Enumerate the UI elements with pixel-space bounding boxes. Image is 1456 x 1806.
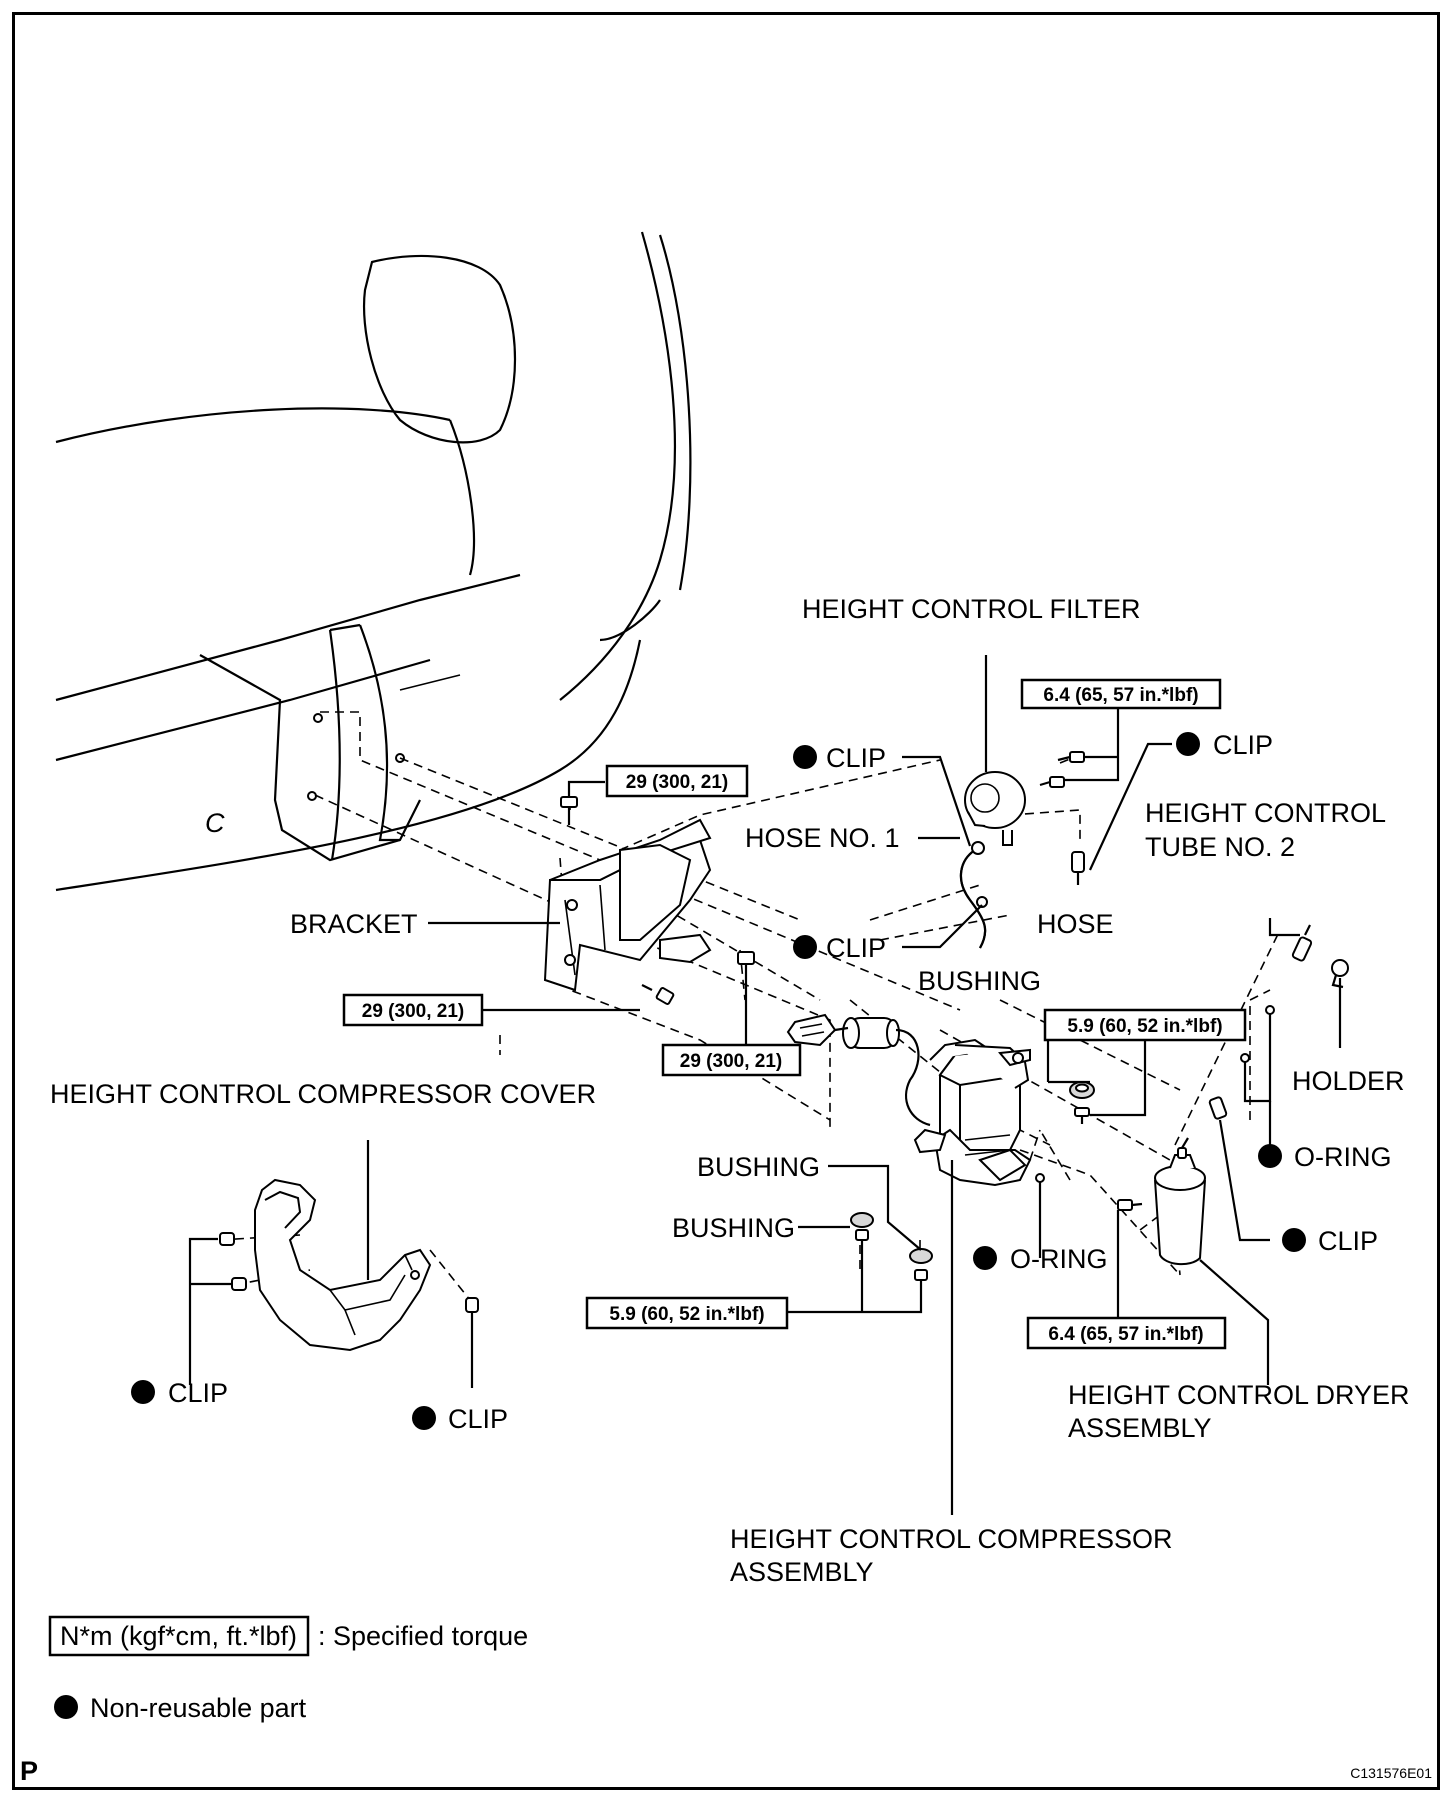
filter-bolt-2 bbox=[1039, 776, 1065, 788]
torque-bracket-bottom-text: 29 (300, 21) bbox=[680, 1051, 782, 1072]
nonreusable-dot-clip-cover-right bbox=[412, 1406, 436, 1430]
bushing-lower-right bbox=[909, 1248, 933, 1298]
torque-bracket-top-text: 29 (300, 21) bbox=[626, 772, 728, 793]
torque-box-compressor-bottom: 5.9 (60, 52 in.*lbf) bbox=[585, 1296, 789, 1330]
nonreusable-dot-o-ring-center bbox=[973, 1246, 997, 1270]
cover-clip-lower bbox=[231, 1277, 247, 1291]
nonreusable-dot-clip-dryer bbox=[1282, 1228, 1306, 1252]
label-tube-no2-line1: HEIGHT CONTROL bbox=[1145, 798, 1386, 828]
nonreusable-dot-clip-middle bbox=[793, 935, 817, 959]
bracket-part bbox=[543, 818, 712, 992]
bracket-bolt-bottom bbox=[737, 951, 755, 975]
torque-bracket-left-text: 29 (300, 21) bbox=[362, 1001, 464, 1022]
bushing-lower-left bbox=[850, 1212, 874, 1262]
label-clip-cover-right: CLIP bbox=[448, 1404, 508, 1434]
torque-box-filter: 6.4 (65, 57 in.*lbf) bbox=[1020, 678, 1222, 710]
label-compressor-line1: HEIGHT CONTROL COMPRESSOR bbox=[730, 1524, 1173, 1554]
torque-filter-text: 6.4 (65, 57 in.*lbf) bbox=[1043, 685, 1198, 706]
torque-box-dryer: 6.4 (65, 57 in.*lbf) bbox=[1026, 1316, 1227, 1350]
label-clip-right-top: CLIP bbox=[1213, 730, 1273, 760]
nonreusable-dot-clip-filter-left bbox=[793, 745, 817, 769]
torque-dryer-text: 6.4 (65, 57 in.*lbf) bbox=[1048, 1324, 1203, 1345]
compressor-motor-part bbox=[786, 1013, 931, 1127]
label-dryer-line1: HEIGHT CONTROL DRYER bbox=[1068, 1380, 1410, 1410]
tube-no2-connector bbox=[1268, 918, 1313, 962]
height-control-compressor-cover-part bbox=[254, 1178, 432, 1352]
label-hose: HOSE bbox=[1037, 909, 1114, 939]
diagram-frame bbox=[12, 12, 1440, 1790]
leader-lines bbox=[188, 655, 1342, 1515]
label-bracket: BRACKET bbox=[290, 909, 418, 939]
legend-nonreusable: Non-reusable part bbox=[54, 1693, 307, 1723]
label-clip-filter-left: CLIP bbox=[826, 743, 886, 773]
legend-nonreusable-dot bbox=[54, 1695, 78, 1719]
o-ring-right-upper bbox=[1265, 1005, 1275, 1015]
label-bushing-1: BUSHING bbox=[697, 1152, 820, 1182]
height-control-dryer-part bbox=[1154, 1137, 1206, 1266]
torque-box-bracket-bottom: 29 (300, 21) bbox=[661, 1043, 802, 1077]
bracket-bolt-left bbox=[641, 984, 675, 1005]
body-mark: C bbox=[205, 808, 225, 838]
legend-torque: N*m (kgf*cm, ft.*lbf) : Specified torque bbox=[48, 1615, 528, 1657]
nonreusable-dot-o-ring-right bbox=[1258, 1144, 1282, 1168]
torque-box-compressor-right: 5.9 (60, 52 in.*lbf) bbox=[1043, 1008, 1247, 1042]
label-dryer-line2: ASSEMBLY bbox=[1068, 1413, 1212, 1443]
label-clip-middle: CLIP bbox=[826, 933, 886, 963]
dryer-bolt bbox=[1117, 1199, 1143, 1211]
label-bushing-2: BUSHING bbox=[672, 1213, 795, 1243]
torque-compressor-bottom-text: 5.9 (60, 52 in.*lbf) bbox=[609, 1304, 764, 1325]
o-ring-center-part bbox=[1035, 1173, 1045, 1183]
nonreusable-dot-clip-cover-left bbox=[131, 1380, 155, 1404]
torque-compressor-right-text: 5.9 (60, 52 in.*lbf) bbox=[1067, 1016, 1222, 1037]
bracket-bolt-top bbox=[560, 796, 578, 825]
hose-no1-part bbox=[959, 841, 988, 949]
compressor-washer-right bbox=[1069, 1081, 1095, 1124]
torque-box-bracket-left: 29 (300, 21) bbox=[342, 993, 484, 1027]
label-hose-no1: HOSE NO. 1 bbox=[745, 823, 900, 853]
label-clip-dryer: CLIP bbox=[1318, 1226, 1378, 1256]
label-compressor-line2: ASSEMBLY bbox=[730, 1557, 874, 1587]
dryer-clip-part bbox=[1208, 1096, 1228, 1120]
label-holder: HOLDER bbox=[1292, 1066, 1405, 1096]
cover-clip-right bbox=[465, 1297, 479, 1322]
legend-nonreusable-text: Non-reusable part bbox=[90, 1693, 307, 1723]
legend-torque-box-text: N*m (kgf*cm, ft.*lbf) bbox=[60, 1621, 297, 1651]
label-o-ring-center: O-RING bbox=[1010, 1244, 1108, 1274]
legend-torque-text: : Specified torque bbox=[318, 1621, 528, 1651]
label-clip-cover-left: CLIP bbox=[168, 1378, 228, 1408]
label-tube-no2-line2: TUBE NO. 2 bbox=[1145, 832, 1295, 862]
label-bushing-top: BUSHING bbox=[918, 966, 1041, 996]
hose-part bbox=[1071, 851, 1085, 885]
footer-left-mark: P bbox=[20, 1756, 38, 1786]
nonreusable-dot-clip-right-top bbox=[1176, 732, 1200, 756]
filter-bolt-1 bbox=[1057, 751, 1085, 763]
vehicle-body-outline bbox=[55, 231, 692, 892]
label-o-ring-right: O-RING bbox=[1294, 1142, 1392, 1172]
footer-figure-code: C131576E01 bbox=[1350, 1765, 1432, 1781]
cover-clip-upper bbox=[219, 1232, 235, 1246]
o-ring-right-lower bbox=[1240, 1053, 1250, 1063]
torque-box-bracket-top: 29 (300, 21) bbox=[605, 764, 749, 798]
height-control-compressor-part bbox=[913, 1038, 1032, 1187]
height-control-filter-part bbox=[964, 771, 1026, 846]
label-height-control-filter: HEIGHT CONTROL FILTER bbox=[802, 594, 1141, 624]
label-compressor-cover: HEIGHT CONTROL COMPRESSOR COVER bbox=[50, 1079, 596, 1109]
